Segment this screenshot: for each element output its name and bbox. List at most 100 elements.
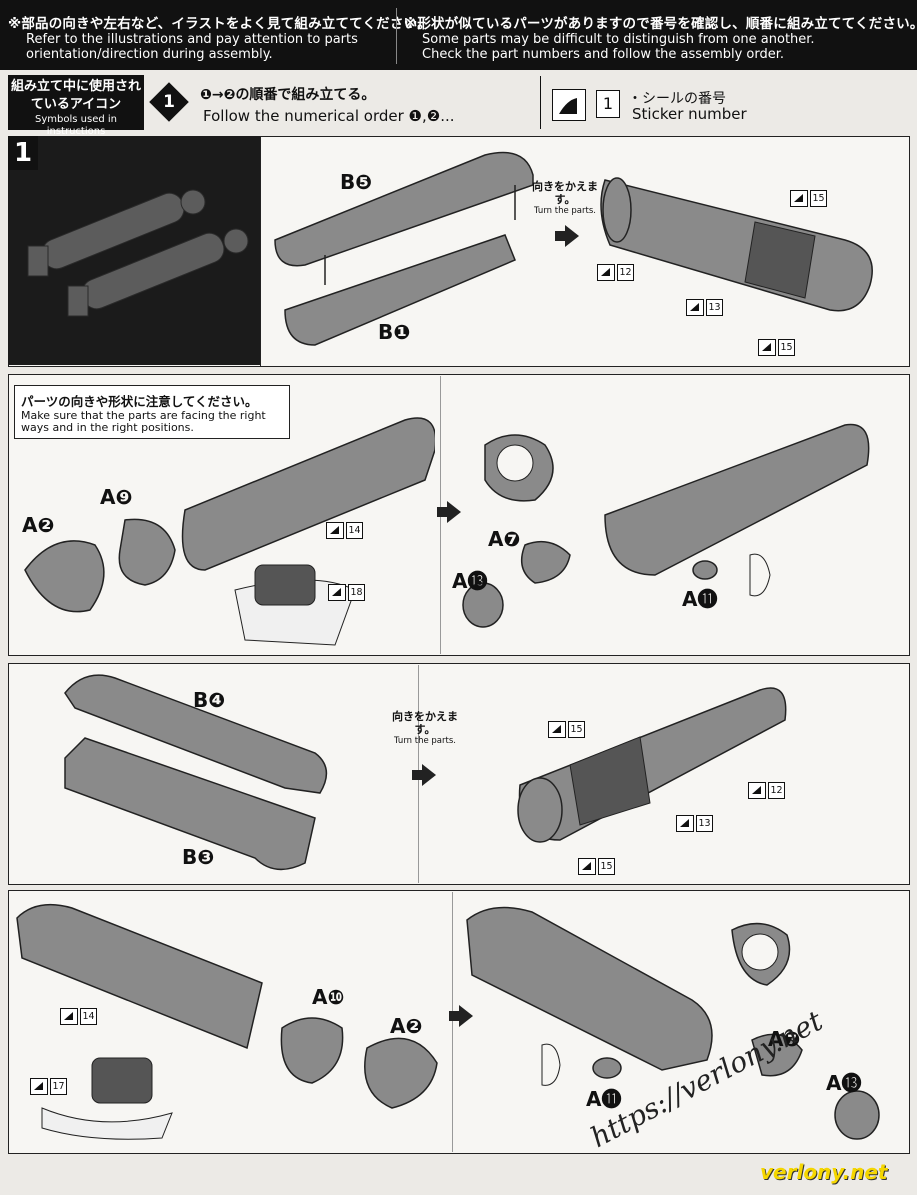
sticker-number: 12 [617,264,634,281]
part-label-a11: A⓫ [586,1087,622,1111]
order-instruction-en: Follow the numerical order ❶,❷... [203,107,455,125]
sticker-legend-en: Sticker number [632,105,747,123]
turn-parts-en: Turn the parts. [534,206,596,216]
panel-divider [452,892,453,1152]
part-label-a7: A❼ [768,1027,801,1051]
step-number: 1 [8,136,38,170]
turn-parts-jp: 向きをかえます。 [532,180,598,206]
barrel-front-right-illustration [462,423,870,628]
sticker-callout: 18 [328,582,365,601]
sticker-icon [30,1078,48,1095]
assembled-sleeve-illustration-1 [600,177,873,312]
sleeve-halves-illustration-1 [274,151,534,346]
completed-model-photo [8,136,260,365]
sticker-icon [60,1008,78,1025]
flow-arrow-tail [449,1011,459,1021]
header-notes: ※部品の向きや左右など、イラストをよく見て組み立ててください。 Refer to… [0,0,917,70]
note-orientation-en: Refer to the illustrations and pay atten… [26,32,358,62]
part-label-a13: A⓭ [452,569,488,593]
sticker-number: 15 [598,858,615,875]
sticker-number: 12 [768,782,785,799]
sticker-number: 13 [696,815,713,832]
sticker-number: 14 [80,1008,97,1025]
sticker-callout: 13 [676,813,713,832]
part-label-a2: A❷ [22,513,55,537]
part-label-a9: A❾ [100,485,133,509]
sticker-icon [548,721,566,738]
sticker-number: 15 [778,339,795,356]
sticker-legend-icon [552,89,586,121]
sticker-callout: 15 [578,856,615,875]
legend-divider [540,76,541,129]
sticker-number: 14 [346,522,363,539]
flow-arrow-icon [447,501,461,523]
barrel-rear-right-illustration [466,906,880,1140]
sticker-callout: 17 [30,1076,67,1095]
part-label-b1: B❶ [378,320,411,344]
barrel-front-left-illustration [24,417,435,646]
part-label-a2: A❷ [390,1014,423,1038]
order-badge-icon: 1 [149,82,189,122]
note-orientation: ※部品の向きや左右など、イラストをよく見て組み立ててください。 Refer to… [8,4,448,62]
note-orientation-jp: ※部品の向きや左右など、イラストをよく見て組み立ててください。 [8,16,431,32]
sticker-icon [326,522,344,539]
sticker-callout: 12 [748,780,785,799]
part-label-b4: B❹ [193,688,226,712]
sticker-callout: 14 [326,520,363,539]
sticker-icon [790,190,808,207]
part-label-a13: A⓭ [826,1071,862,1095]
flow-arrow-tail [437,507,447,517]
sticker-callout: 15 [758,337,795,356]
sticker-callout: 12 [597,262,634,281]
sticker-icon [748,782,766,799]
sleeve-halves-illustration-2 [64,674,328,871]
sticker-number: 15 [568,721,585,738]
flow-arrow-icon [565,225,579,247]
turn-parts-jp: 向きをかえます。 [392,710,458,736]
caution-en: Make sure that the parts are facing the … [21,409,266,434]
barrel-rear-left-illustration [16,903,438,1140]
flow-arrow-icon [422,764,436,786]
part-label-a7: A❼ [488,527,521,551]
header-divider [396,8,397,64]
sticker-callout: 14 [60,1006,97,1025]
caution-box: パーツの向きや形状に注意してください。 Make sure that the p… [14,385,290,439]
sticker-number: 17 [50,1078,67,1095]
part-label-a11: A⓫ [682,587,718,611]
note-similar-parts: ※形状が似ているパーツがありますので番号を確認し、順番に組み立ててください。 S… [404,4,917,62]
sticker-callout: 15 [548,719,585,738]
sticker-legend-jp: ・シールの番号 [628,91,726,107]
sticker-callout: 13 [686,297,723,316]
turn-parts-note-2: 向きをかえます。 Turn the parts. [390,710,460,747]
sticker-legend-number: 1 [596,90,620,118]
photo-divider [260,137,261,366]
sticker-icon [328,584,346,601]
part-label-a10: A❿ [312,985,345,1009]
sticker-icon [676,815,694,832]
note-similar-parts-jp: ※形状が似ているパーツがありますので番号を確認し、順番に組み立ててください。 [404,16,917,32]
note-similar-parts-en: Some parts may be difficult to distingui… [422,32,815,62]
legend-label-jp: 組み立て中に使用されているアイコン [10,79,141,112]
assembled-sleeve-illustration-2 [517,687,787,843]
turn-parts-en: Turn the parts. [394,736,456,746]
sticker-icon [578,858,596,875]
flow-arrow-icon [459,1005,473,1027]
sticker-icon [686,299,704,316]
part-label-b3: B❸ [182,845,215,869]
sticker-number: 15 [810,190,827,207]
sticker-number: 18 [348,584,365,601]
legend-label-en: Symbols used in instructions [35,114,117,137]
sticker-icon [758,339,776,356]
order-instruction-jp: ❶→❷の順番で組み立てる。 [200,87,376,103]
sticker-icon [597,264,615,281]
order-badge-number: 1 [163,92,175,112]
turn-parts-note-1: 向きをかえます。 Turn the parts. [530,180,600,217]
sticker-number: 13 [706,299,723,316]
watermark-site: verlony.net [760,1160,888,1184]
caution-jp: パーツの向きや形状に注意してください。 [21,394,258,409]
flow-arrow-tail [555,231,565,241]
flow-arrow-tail [412,770,422,780]
legend-label: 組み立て中に使用されているアイコン Symbols used in instru… [8,75,144,137]
sticker-callout: 15 [790,188,827,207]
part-label-b5: B❺ [340,170,373,194]
